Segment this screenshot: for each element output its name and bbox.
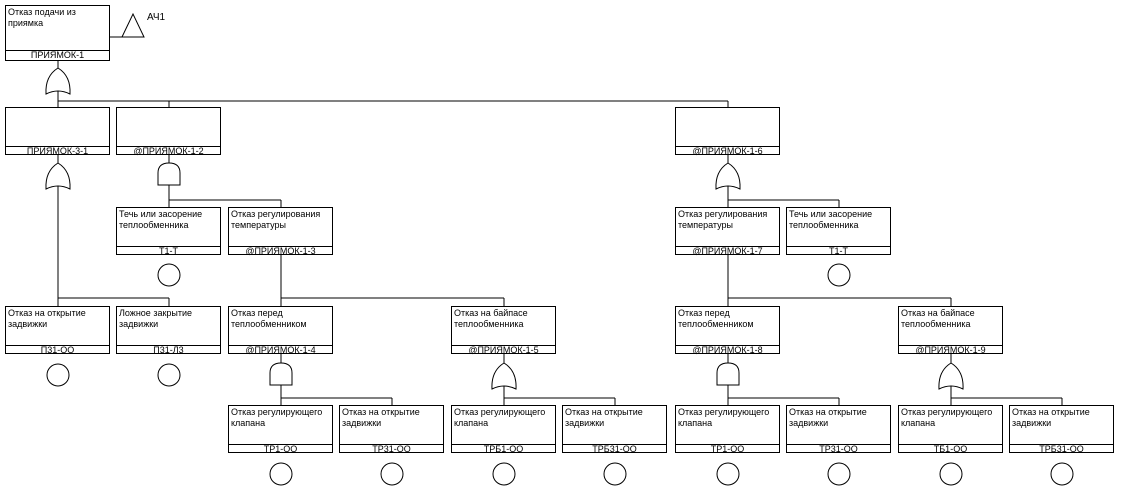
event-node[interactable]: Отказ регулирующего клапана ТР1-ОО <box>228 405 333 454</box>
event-node[interactable]: ПРИЯМОК-3-1 <box>5 107 110 156</box>
event-description: Отказ на открытие задвижки <box>8 308 86 329</box>
event-node[interactable]: Отказ на открытие задвижки ТРБ31-ОО <box>1009 405 1114 454</box>
transfer-triangle <box>121 12 145 38</box>
event-code: ТРБ31-ОО <box>592 444 637 454</box>
event-node[interactable]: Течь или засорение теплообменника Т1-Т <box>116 207 221 256</box>
event-node[interactable]: Отказ на байпасе теплообменника @ПРИЯМОК… <box>898 306 1003 355</box>
event-description: Отказ на байпасе теплообменника <box>901 308 975 329</box>
basic-event-circle-n20 <box>939 462 963 486</box>
event-description: Отказ регулирования температуры <box>231 209 321 230</box>
event-code: @ПРИЯМОК-1-7 <box>692 246 763 256</box>
event-description: Отказ регулирующего клапана <box>454 407 546 428</box>
event-code: ПРИЯМОК-1 <box>30 50 85 60</box>
event-node[interactable]: Течь или засорение теплообменника Т1-Т <box>786 207 891 256</box>
basic-event-circle-n17 <box>603 462 627 486</box>
event-node[interactable]: Отказ на открытие задвижки ТРБ31-ОО <box>562 405 667 454</box>
event-node[interactable]: @ПРИЯМОК-1-6 <box>675 107 780 156</box>
event-code: П31-Л3 <box>153 345 184 355</box>
event-description: Отказ регулирования температуры <box>678 209 768 230</box>
event-node[interactable]: @ПРИЯМОК-1-2 <box>116 107 221 156</box>
event-code: Т1-Т <box>159 246 178 256</box>
event-node[interactable]: Отказ перед теплообменником @ПРИЯМОК-1-4 <box>228 306 333 355</box>
basic-event-circle-n7 <box>827 263 851 287</box>
event-code: ТРБ1-ОО <box>483 444 524 454</box>
and-gate-n10 <box>269 362 293 386</box>
event-code: ТР1-ОО <box>710 444 745 454</box>
event-code: @ПРИЯМОК-1-4 <box>245 345 316 355</box>
event-code: ТРБ31-ОО <box>1039 444 1084 454</box>
event-description: Отказ подачи из приямка <box>8 7 76 28</box>
transfer-label: АЧ1 <box>147 12 166 23</box>
basic-event-circle-n4 <box>157 263 181 287</box>
event-description: Отказ регулирующего клапана <box>678 407 770 428</box>
basic-event-circle-n18 <box>716 462 740 486</box>
basic-event-circle-n9 <box>157 363 181 387</box>
basic-event-circle-n15 <box>380 462 404 486</box>
event-description: Ложное закрытие задвижки <box>119 308 193 329</box>
event-description: Отказ перед теплообменником <box>678 308 754 329</box>
event-code: ПРИЯМОК-3-1 <box>26 146 89 156</box>
event-node[interactable]: Отказ на открытие задвижки П31-ОО <box>5 306 110 355</box>
and-gate-n2 <box>157 162 181 186</box>
event-description: Отказ на байпасе теплообменника <box>454 308 528 329</box>
event-node[interactable]: Ложное закрытие задвижки П31-Л3 <box>116 306 221 355</box>
and-gate-n12 <box>716 362 740 386</box>
event-code: @ПРИЯМОК-1-3 <box>245 246 316 256</box>
event-description: Отказ на открытие задвижки <box>565 407 643 428</box>
event-description: Отказ регулирующего клапана <box>901 407 993 428</box>
event-node[interactable]: Отказ регулирующего клапана ТБ1-ОО <box>898 405 1003 454</box>
or-gate-n13 <box>938 362 964 390</box>
or-gate-top <box>45 67 71 95</box>
event-code: Т1-Т <box>829 246 848 256</box>
event-code: ТР31-ОО <box>819 444 858 454</box>
event-node[interactable]: Отказ регулирования температуры @ПРИЯМОК… <box>228 207 333 256</box>
event-code: ТБ1-ОО <box>933 444 968 454</box>
event-code: @ПРИЯМОК-1-5 <box>468 345 539 355</box>
or-gate-n11 <box>491 362 517 390</box>
event-node[interactable]: Отказ регулирующего клапана ТР1-ОО <box>675 405 780 454</box>
event-description: Течь или засорение теплообменника <box>119 209 203 230</box>
event-code: ТР1-ОО <box>263 444 298 454</box>
event-description: Отказ на открытие задвижки <box>789 407 867 428</box>
basic-event-circle-n14 <box>269 462 293 486</box>
event-node[interactable]: Отказ регулирующего клапана ТРБ1-ОО <box>451 405 556 454</box>
event-node[interactable]: Отказ на открытие задвижки ТР31-ОО <box>339 405 444 454</box>
event-code: П31-ОО <box>40 345 75 355</box>
basic-event-circle-n8 <box>46 363 70 387</box>
event-description: Отказ перед теплообменником <box>231 308 307 329</box>
top-event-node[interactable]: Отказ подачи из приямка ПРИЯМОК-1 <box>5 5 110 61</box>
event-node[interactable]: Отказ регулирования температуры @ПРИЯМОК… <box>675 207 780 256</box>
event-node[interactable]: Отказ на открытие задвижки ТР31-ОО <box>786 405 891 454</box>
event-code: @ПРИЯМОК-1-8 <box>692 345 763 355</box>
or-gate-n3 <box>715 162 741 190</box>
event-description: Отказ на открытие задвижки <box>1012 407 1090 428</box>
event-description: Отказ регулирующего клапана <box>231 407 323 428</box>
event-description: Отказ на открытие задвижки <box>342 407 420 428</box>
basic-event-circle-n21 <box>1050 462 1074 486</box>
event-node[interactable]: Отказ на байпасе теплообменника @ПРИЯМОК… <box>451 306 556 355</box>
event-code: ТР31-ОО <box>372 444 411 454</box>
event-code: @ПРИЯМОК-1-6 <box>692 146 763 156</box>
or-gate-n1 <box>45 162 71 190</box>
basic-event-circle-n19 <box>827 462 851 486</box>
event-node[interactable]: Отказ перед теплообменником @ПРИЯМОК-1-8 <box>675 306 780 355</box>
event-description: Течь или засорение теплообменника <box>789 209 873 230</box>
basic-event-circle-n16 <box>492 462 516 486</box>
event-code: @ПРИЯМОК-1-2 <box>133 146 204 156</box>
event-code: @ПРИЯМОК-1-9 <box>915 345 986 355</box>
